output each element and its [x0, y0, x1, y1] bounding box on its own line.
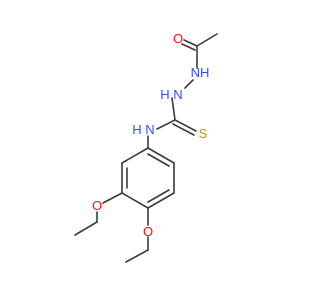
- atom-carbonyl-oxygen: O: [173, 31, 183, 46]
- ring-bond-3: [121, 192, 149, 209]
- bond-cs-double-b: [172, 123, 195, 136]
- ring-bond-6: [147, 147, 175, 164]
- atom-thioamide-h: H: [132, 122, 141, 137]
- bond-carbonyl-double-b: [181, 43, 196, 51]
- atom-hydrazine-n: N: [173, 87, 182, 102]
- ring-bond-1: [121, 147, 149, 164]
- atom-thione-sulfur: S: [199, 126, 208, 141]
- bond-ring-o3: [102, 192, 123, 204]
- ring-inner-2: [147, 189, 170, 203]
- bond-methyl-4: [125, 249, 149, 263]
- atom-thioamide-n: N: [145, 122, 154, 137]
- bond-cs-double-a: [174, 119, 197, 132]
- bond-methyl-3: [74, 221, 98, 236]
- bond-c-nh: [156, 119, 176, 130]
- atom-hydrazide-nh: NH: [191, 65, 210, 80]
- bond-methyl-carbonyl: [196, 33, 218, 47]
- bond-n-n: [184, 79, 194, 89]
- ring-bond-4: [147, 192, 175, 209]
- atom-hydrazine-h: H: [160, 87, 169, 102]
- structure-diagram: O NH N H N H S O O: [74, 31, 218, 263]
- bond-n-c: [171, 97, 176, 121]
- atom-methoxy-oxygen-3: O: [92, 198, 102, 213]
- molecule-canvas: O NH N H N H S O O: [74, 31, 218, 263]
- bond-carbonyl-double-a: [183, 39, 198, 47]
- ring-inner-3: [147, 153, 170, 167]
- atom-methoxy-oxygen-4: O: [143, 224, 153, 239]
- bond-layer: [74, 33, 218, 263]
